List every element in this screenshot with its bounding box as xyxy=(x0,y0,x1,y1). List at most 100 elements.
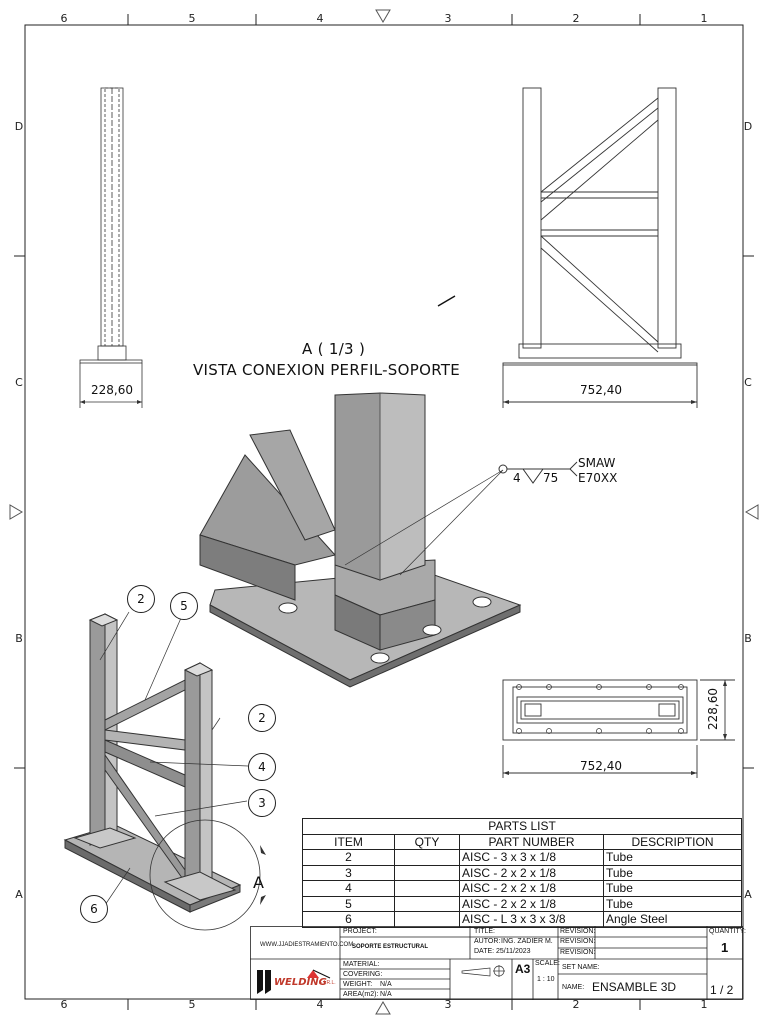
parts-cell-item: 3 xyxy=(302,864,395,881)
autor-value: ING. ZADIER M. xyxy=(501,938,553,945)
weld-length: 75 xyxy=(543,471,559,485)
parts-row: 3 AISC - 2 x 2 x 1/8 Tube xyxy=(302,864,742,881)
plan-view xyxy=(502,679,735,778)
parts-cell-item: 4 xyxy=(302,880,395,897)
front-view-width-dim: 752,40 xyxy=(580,383,622,397)
parts-list-table: PARTS LIST ITEM QTY PART NUMBER DESCRIPT… xyxy=(302,818,742,928)
zone-col-2-bottom: 2 xyxy=(572,998,580,1011)
balloon-item-2-b: 2 xyxy=(248,704,276,732)
balloon-item-3: 3 xyxy=(248,789,276,817)
weld-process: SMAW xyxy=(578,456,616,470)
parts-cell-desc: Angle Steel xyxy=(603,911,742,928)
parts-cell-desc: Tube xyxy=(603,895,742,912)
revision-label-3: REVISION: xyxy=(560,949,596,956)
parts-cell-desc: Tube xyxy=(603,880,742,897)
zone-col-1: 1 xyxy=(700,12,708,25)
covering-label: COVERING: xyxy=(343,971,383,978)
front-view xyxy=(502,87,698,408)
company-logo: WELDING E.I.R.L. xyxy=(255,964,340,997)
area-value: N/A xyxy=(380,991,392,998)
material-label: MATERIAL: xyxy=(343,961,380,968)
quantity-label: QUANTITY: xyxy=(709,928,746,935)
project-value: SOPORTE ESTRUCTURAL xyxy=(352,944,429,950)
zone-col-1-bottom: 1 xyxy=(700,998,708,1011)
parts-list-title: PARTS LIST xyxy=(302,818,742,835)
title-label: TITLE: xyxy=(474,928,496,935)
detail-connection-view xyxy=(199,392,522,688)
plan-view-depth-dim: 228,60 xyxy=(706,688,720,730)
project-label: PROJECT: xyxy=(343,928,377,935)
isometric-assembly-view xyxy=(63,611,266,931)
title-block xyxy=(250,926,743,1000)
zone-col-3: 3 xyxy=(444,12,452,25)
zone-col-5-bottom: 5 xyxy=(188,998,196,1011)
parts-header-part-number: PART NUMBER xyxy=(459,833,604,850)
parts-cell-qty xyxy=(394,895,460,912)
parts-header-qty: QTY xyxy=(394,833,460,850)
zone-col-3-bottom: 3 xyxy=(444,998,452,1011)
zone-row-d-right: D xyxy=(743,120,753,133)
parts-header-description: DESCRIPTION xyxy=(603,833,742,850)
zone-row-c: C xyxy=(15,376,23,389)
balloon-item-6: 6 xyxy=(80,895,108,923)
parts-cell-part: AISC - 2 x 2 x 1/8 xyxy=(459,864,604,881)
zone-row-c-right: C xyxy=(744,376,752,389)
set-name-label: SET NAME: xyxy=(562,964,600,971)
autor-label: AUTOR: xyxy=(474,938,501,945)
scale-value: 1 : 10 xyxy=(537,976,555,983)
quantity-value: 1 xyxy=(721,940,729,955)
parts-cell-qty xyxy=(394,911,460,928)
parts-cell-desc: Tube xyxy=(603,864,742,881)
balloon-item-5: 5 xyxy=(170,592,198,620)
parts-row: 6 AISC - L 3 x 3 x 3/8 Angle Steel xyxy=(302,911,742,928)
zone-col-4-bottom: 4 xyxy=(316,998,324,1011)
weld-symbol xyxy=(498,461,578,484)
logo-suffix: E.I.R.L. xyxy=(319,980,336,986)
logo-text: WELDING xyxy=(274,977,327,988)
zone-col-6-bottom: 6 xyxy=(60,998,68,1011)
website-text: WWW.JJADIESTRAMIENTO.COM xyxy=(260,942,354,948)
date-value: 25/11/2023 xyxy=(496,948,531,955)
area-label: AREA(m2): xyxy=(343,991,379,998)
parts-header-item: ITEM xyxy=(302,833,395,850)
revision-label-1: REVISION: xyxy=(560,928,596,935)
sheet-size: A3 xyxy=(515,962,531,976)
detail-view-title: A ( 1/3 ) xyxy=(302,340,366,358)
zone-row-a: A xyxy=(15,888,23,901)
name-label: NAME: xyxy=(562,984,585,991)
detail-callout-label: A xyxy=(253,873,265,892)
parts-cell-part: AISC - 2 x 2 x 1/8 xyxy=(459,880,604,897)
parts-cell-part: AISC - 3 x 3 x 1/8 xyxy=(459,849,604,866)
zone-row-b-right: B xyxy=(744,632,752,645)
date-label: DATE: xyxy=(474,948,495,955)
parts-row: 2 AISC - 3 x 3 x 1/8 Tube xyxy=(302,849,742,866)
weld-size: 4 xyxy=(513,471,521,485)
side-view-width-dim: 228,60 xyxy=(91,383,133,397)
zone-col-5: 5 xyxy=(188,12,196,25)
side-view xyxy=(79,87,143,408)
weld-electrode: E70XX xyxy=(578,471,618,485)
balloon-item-2: 2 xyxy=(127,585,155,613)
parts-cell-qty xyxy=(394,880,460,897)
sheet-number: 1 / 2 xyxy=(710,983,734,997)
parts-cell-item: 5 xyxy=(302,895,395,912)
zone-col-4: 4 xyxy=(316,12,324,25)
parts-cell-qty xyxy=(394,864,460,881)
parts-row: 5 AISC - 2 x 2 x 1/8 Tube xyxy=(302,895,742,912)
revision-label-2: REVISION: xyxy=(560,938,596,945)
parts-cell-qty xyxy=(394,849,460,866)
zone-row-a-right: A xyxy=(744,888,752,901)
section-mark xyxy=(437,295,456,307)
parts-cell-item: 6 xyxy=(302,911,395,928)
parts-cell-part: AISC - 2 x 2 x 1/8 xyxy=(459,895,604,912)
weight-value: N/A xyxy=(380,981,392,988)
zone-col-6: 6 xyxy=(60,12,68,25)
plan-view-width-dim: 752,40 xyxy=(580,759,622,773)
parts-cell-desc: Tube xyxy=(603,849,742,866)
detail-view-subtitle: VISTA CONEXION PERFIL-SOPORTE xyxy=(193,361,461,379)
zone-row-b: B xyxy=(15,632,23,645)
zone-row-d: D xyxy=(14,120,24,133)
parts-cell-part: AISC - L 3 x 3 x 3/8 xyxy=(459,911,604,928)
parts-row: 4 AISC - 2 x 2 x 1/8 Tube xyxy=(302,880,742,897)
balloon-item-4: 4 xyxy=(248,753,276,781)
